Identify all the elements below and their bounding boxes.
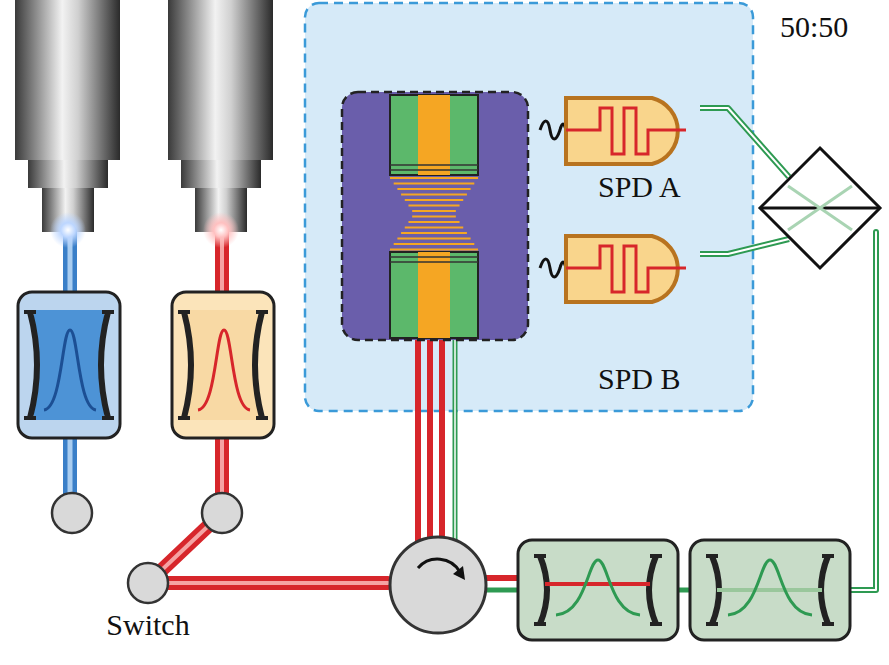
- blue-filter-cavity: [18, 292, 120, 438]
- laser-sources: [15, 0, 273, 232]
- fiber-switch: Switch: [82, 560, 214, 655]
- detector: SPD A: [540, 92, 730, 212]
- detector-symbol: [540, 92, 700, 168]
- switch-symbol: [82, 560, 214, 606]
- detector: SPD B: [540, 230, 730, 410]
- node-label: 50:50: [780, 10, 848, 43]
- node-label: SPD A: [598, 170, 681, 203]
- circulator: [390, 537, 486, 633]
- cryo-region: [305, 3, 753, 411]
- detector-symbol: [540, 230, 700, 306]
- green-filter-cavities: [518, 540, 850, 640]
- node-label: SPD B: [598, 362, 681, 395]
- splitter-cube: [758, 146, 882, 270]
- node-label: Switch: [106, 608, 189, 641]
- fibers: [70, 232, 876, 590]
- fiber-connector: [700, 108, 789, 177]
- micropillar-cryostat: [342, 92, 528, 340]
- beam-splitter: 50:50: [758, 6, 886, 270]
- fiber-connector: [700, 239, 789, 254]
- red-filter-cavity: [172, 292, 274, 438]
